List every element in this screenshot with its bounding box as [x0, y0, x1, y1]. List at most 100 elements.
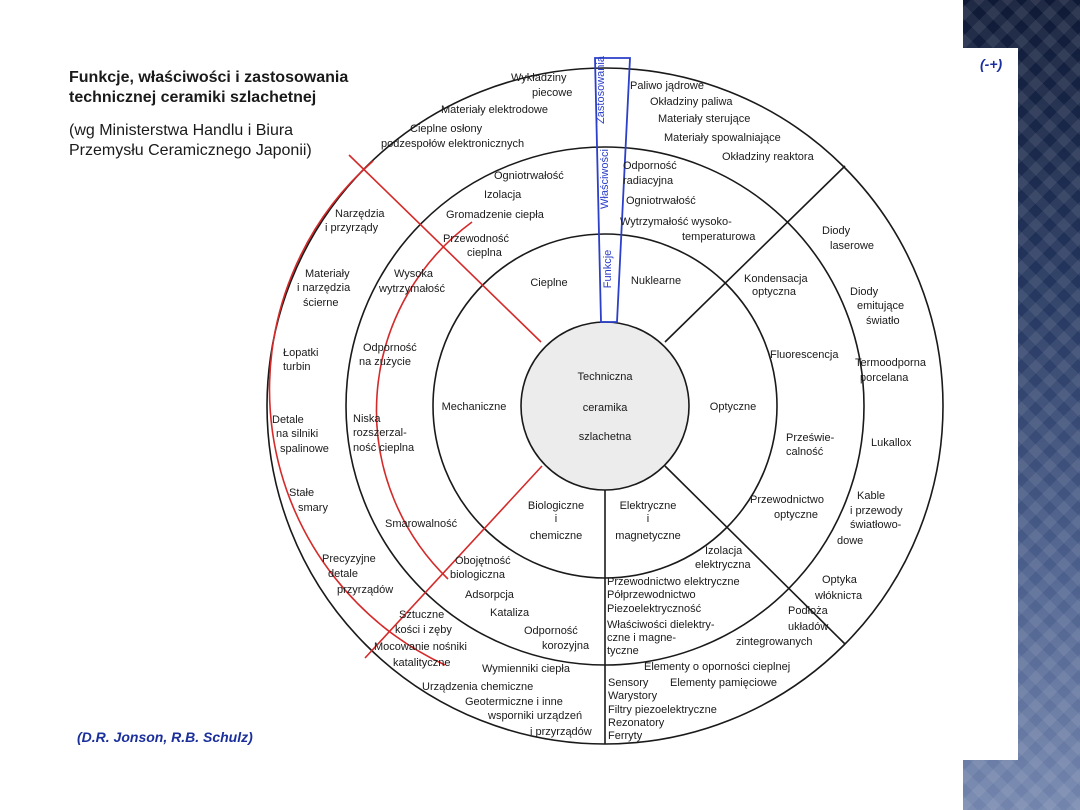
ribbon-label-functions: Funkcje — [602, 250, 614, 289]
application-biological: wsporniki urządzeń — [487, 710, 582, 722]
application-optical: Lukallox — [871, 437, 912, 449]
center-line: szlachetna — [579, 431, 632, 443]
property-biological: Obojętność — [455, 555, 511, 567]
property-thermal: Przewodność — [443, 233, 510, 245]
property-optical: Fluorescencja — [770, 349, 839, 361]
application-mechanical: detale — [328, 568, 358, 580]
application-electrical: zintegrowanych — [736, 636, 812, 648]
application-nuclear: Okładziny reaktora — [722, 151, 815, 163]
caption-title: Funkcje, właściwości i zastosowania tech… — [69, 68, 429, 108]
application-electrical: Warystory — [608, 690, 658, 702]
function-optical: Optyczne — [710, 401, 756, 413]
property-optical: Prześwie- — [786, 432, 835, 444]
property-electrical: Izolacja — [705, 545, 743, 557]
application-optical: włókniста — [814, 590, 863, 602]
application-optical: laserowe — [830, 240, 874, 252]
application-mechanical: i przyrządy — [325, 222, 379, 234]
function-nuclear: Nuklearne — [631, 275, 681, 287]
authors-credit: (D.R. Jonson, R.B. Schulz) — [77, 729, 253, 745]
ceramics-wheel-diagram: Zastosowania Właściwości Funkcje Technic… — [266, 55, 944, 745]
function-biological-line: i — [555, 513, 557, 525]
caption-title-line-2: technicznej ceramiki szlachetnej — [69, 89, 317, 106]
application-mechanical: Materiały — [305, 268, 350, 280]
application-thermal: podzespołów elektronicznych — [381, 138, 524, 150]
application-optical: Kable — [857, 490, 885, 502]
property-biological: biologiczna — [450, 569, 506, 581]
property-mechanical: na zużycie — [359, 356, 411, 368]
property-optical: Przewodnictwo — [750, 494, 824, 506]
function-electrical-line: i — [647, 513, 649, 525]
application-optical: Diody — [850, 286, 879, 298]
red-arc-outer — [268, 160, 446, 666]
property-nuclear: radiacyjna — [623, 175, 674, 187]
center-label: Techniczna ceramika szlachetna — [577, 371, 633, 443]
divider-lower-right — [664, 465, 846, 645]
application-electrical: Podłoża — [788, 605, 829, 617]
application-thermal: Materiały elektrodowe — [441, 104, 548, 116]
caption-subtitle-line-2: Przemysłu Ceramicznego Japonii) — [69, 142, 312, 159]
property-electrical: czne i magne- — [607, 632, 676, 644]
application-mechanical: smary — [298, 502, 328, 514]
property-electrical: tyczne — [607, 645, 639, 657]
application-mechanical: spalinowe — [280, 443, 329, 455]
properties-ring: Ogniotrwałość Izolacja Gromadzenie ciepł… — [353, 160, 839, 657]
property-nuclear: temperaturowa — [682, 231, 756, 243]
application-electrical: Elementy o oporności cieplnej — [644, 661, 790, 673]
function-electrical-line: magnetyczne — [615, 530, 680, 542]
application-electrical: Elementy pamięciowe — [670, 677, 777, 689]
red-divider-lower — [364, 465, 543, 659]
application-thermal: Wykładziny — [511, 72, 567, 84]
property-electrical: Właściwości dielektry- — [607, 619, 715, 631]
property-electrical: Półprzewodnictwo — [607, 589, 696, 601]
application-mechanical: turbin — [283, 361, 311, 373]
application-optical: i przewody — [850, 505, 903, 517]
corner-mark: (-+) — [980, 56, 1003, 72]
application-mechanical: Narzędzia — [335, 208, 385, 220]
application-mechanical: ścierne — [303, 297, 338, 309]
application-biological: Wymienniki ciepła — [482, 663, 571, 675]
property-electrical: elektryczna — [695, 559, 752, 571]
application-mechanical: Detale — [272, 414, 304, 426]
property-thermal: cieplna — [467, 247, 503, 259]
property-optical: Kondensacja — [744, 273, 808, 285]
red-divider-upper — [348, 154, 542, 343]
property-electrical: Piezoelektryczność — [607, 603, 702, 615]
functions-ring: Cieplne Nuklearne Optyczne Mechaniczne B… — [442, 275, 757, 542]
application-electrical: Filtry piezoelektryczne — [608, 704, 717, 716]
application-thermal: Cieplne osłony — [410, 123, 483, 135]
property-biological: korozyjna — [542, 640, 590, 652]
slide: Funkcje, właściwości i zastosowania tech… — [60, 48, 1018, 760]
application-optical: Termoodporna — [855, 357, 927, 369]
function-biological-line: Biologiczne — [528, 500, 584, 512]
property-mechanical: ność cieplna — [353, 442, 415, 454]
red-arc-inner — [375, 221, 473, 580]
application-nuclear: Okładziny paliwa — [650, 96, 733, 108]
property-nuclear: Wytrzymałość wysoko- — [620, 216, 732, 228]
divider-upper-right — [664, 165, 846, 343]
property-nuclear: Ogniotrwałość — [626, 195, 696, 207]
property-thermal: Ogniotrwałość — [494, 170, 564, 182]
application-optical: dowe — [837, 535, 863, 547]
ribbon-label-properties: Właściwości — [599, 149, 611, 209]
application-nuclear: Paliwo jądrowe — [630, 80, 704, 92]
property-mechanical: rozszerzal- — [353, 427, 407, 439]
application-electrical: Sensory — [608, 677, 649, 689]
property-optical: optyczne — [774, 509, 818, 521]
property-mechanical: Smarowalność — [385, 518, 458, 530]
application-optical: emitujące — [857, 300, 904, 312]
application-optical: światło — [866, 315, 900, 327]
property-thermal: Izolacja — [484, 189, 522, 201]
property-optical: optyczna — [752, 286, 797, 298]
property-biological: Kataliza — [490, 607, 530, 619]
property-mechanical: Wysoka — [394, 268, 434, 280]
application-mechanical: Precyzyjne — [322, 553, 376, 565]
caption-title-line-1: Funkcje, właściwości i zastosowania — [69, 69, 349, 86]
applications-ring: Wykładziny piecowe Materiały elektrodowe… — [272, 72, 927, 742]
property-electrical: Przewodnictwo elektryczne — [607, 576, 740, 588]
ribbon-label-applications: Zastosowania — [595, 55, 607, 124]
application-thermal: piecowe — [532, 87, 572, 99]
property-mechanical: Odporność — [363, 342, 417, 354]
center-line: Techniczna — [577, 371, 633, 383]
application-mechanical: i narzędzia — [297, 282, 351, 294]
application-optical: porcelana — [860, 372, 909, 384]
